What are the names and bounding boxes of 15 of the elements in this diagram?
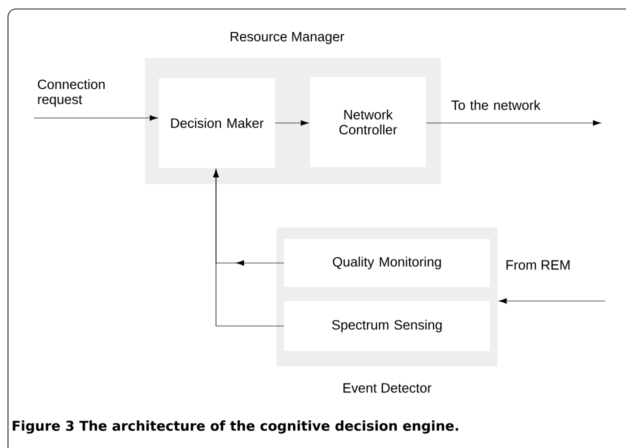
arrow [426, 120, 601, 126]
edge-label: To the network [452, 100, 540, 110]
process-box: Network Controller [310, 77, 426, 167]
figure-caption: Figure 3 The architecture of the cognitive decision engine. [12, 420, 458, 434]
arrow [274, 120, 309, 126]
process-box: Spectrum Sensing [284, 301, 490, 351]
node-label: Resource Manager [230, 32, 344, 44]
arrow [34, 115, 158, 121]
edge-label: From REM [506, 260, 570, 270]
process-box: Decision Maker [159, 78, 275, 168]
edge-label: Connection request [38, 79, 105, 107]
arrow [498, 298, 606, 304]
process-box: Quality Monitoring [284, 239, 490, 287]
node-label: Event Detector [343, 383, 432, 393]
arrow [213, 169, 284, 326]
